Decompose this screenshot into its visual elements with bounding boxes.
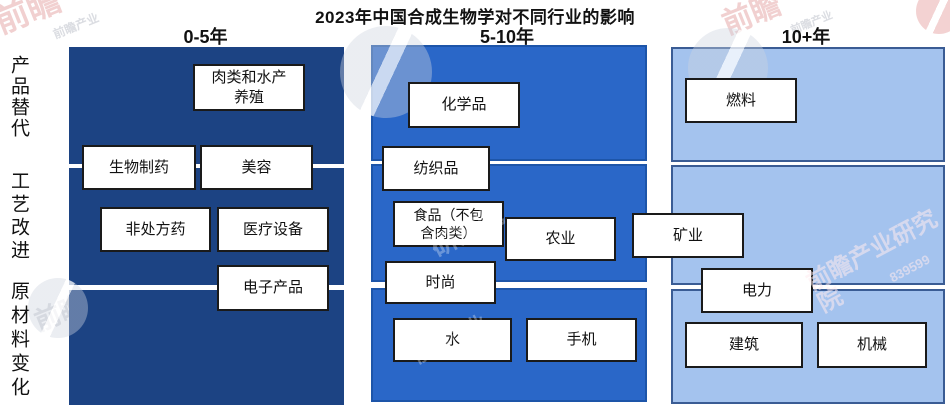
column-header-5-10y: 5-10年 <box>479 27 535 47</box>
industry-box-otc-drugs: 非处方药 <box>100 207 211 252</box>
industry-box-chemicals: 化学品 <box>408 82 520 128</box>
industry-box-medical-devices: 医疗设备 <box>217 207 329 252</box>
column-header-10plus: 10+年 <box>781 27 831 47</box>
row-label-product-substitution: 产品替代 <box>8 55 29 139</box>
industry-box-construction: 建筑 <box>685 322 803 368</box>
industry-box-biopharma: 生物制药 <box>82 145 196 190</box>
industry-box-fashion: 时尚 <box>385 261 496 304</box>
industry-box-meat-aquaculture: 肉类和水产 养殖 <box>193 64 305 111</box>
industry-box-electricity: 电力 <box>701 268 813 313</box>
industry-box-beauty: 美容 <box>200 145 313 190</box>
industry-box-mining: 矿业 <box>632 213 744 258</box>
industry-box-machinery: 机械 <box>817 322 927 368</box>
industry-box-textiles: 纺织品 <box>382 146 490 191</box>
industry-box-agriculture: 农业 <box>505 217 616 261</box>
column-header-0-5y: 0-5年 <box>183 27 228 47</box>
industry-box-food-excl-meat: 食品（不包 含肉类） <box>393 201 504 247</box>
industry-box-mobile-phones: 手机 <box>526 318 637 362</box>
row-label-raw-material-change: 原材料变化 <box>8 281 29 401</box>
industry-box-electronics: 电子产品 <box>217 265 329 311</box>
industry-box-water: 水 <box>393 318 512 362</box>
row-label-process-improvement: 工艺改进 <box>8 171 29 263</box>
industry-box-fuel: 燃料 <box>685 78 797 123</box>
page-title: 2023年中国合成生物学对不同行业的影响 <box>315 8 635 27</box>
